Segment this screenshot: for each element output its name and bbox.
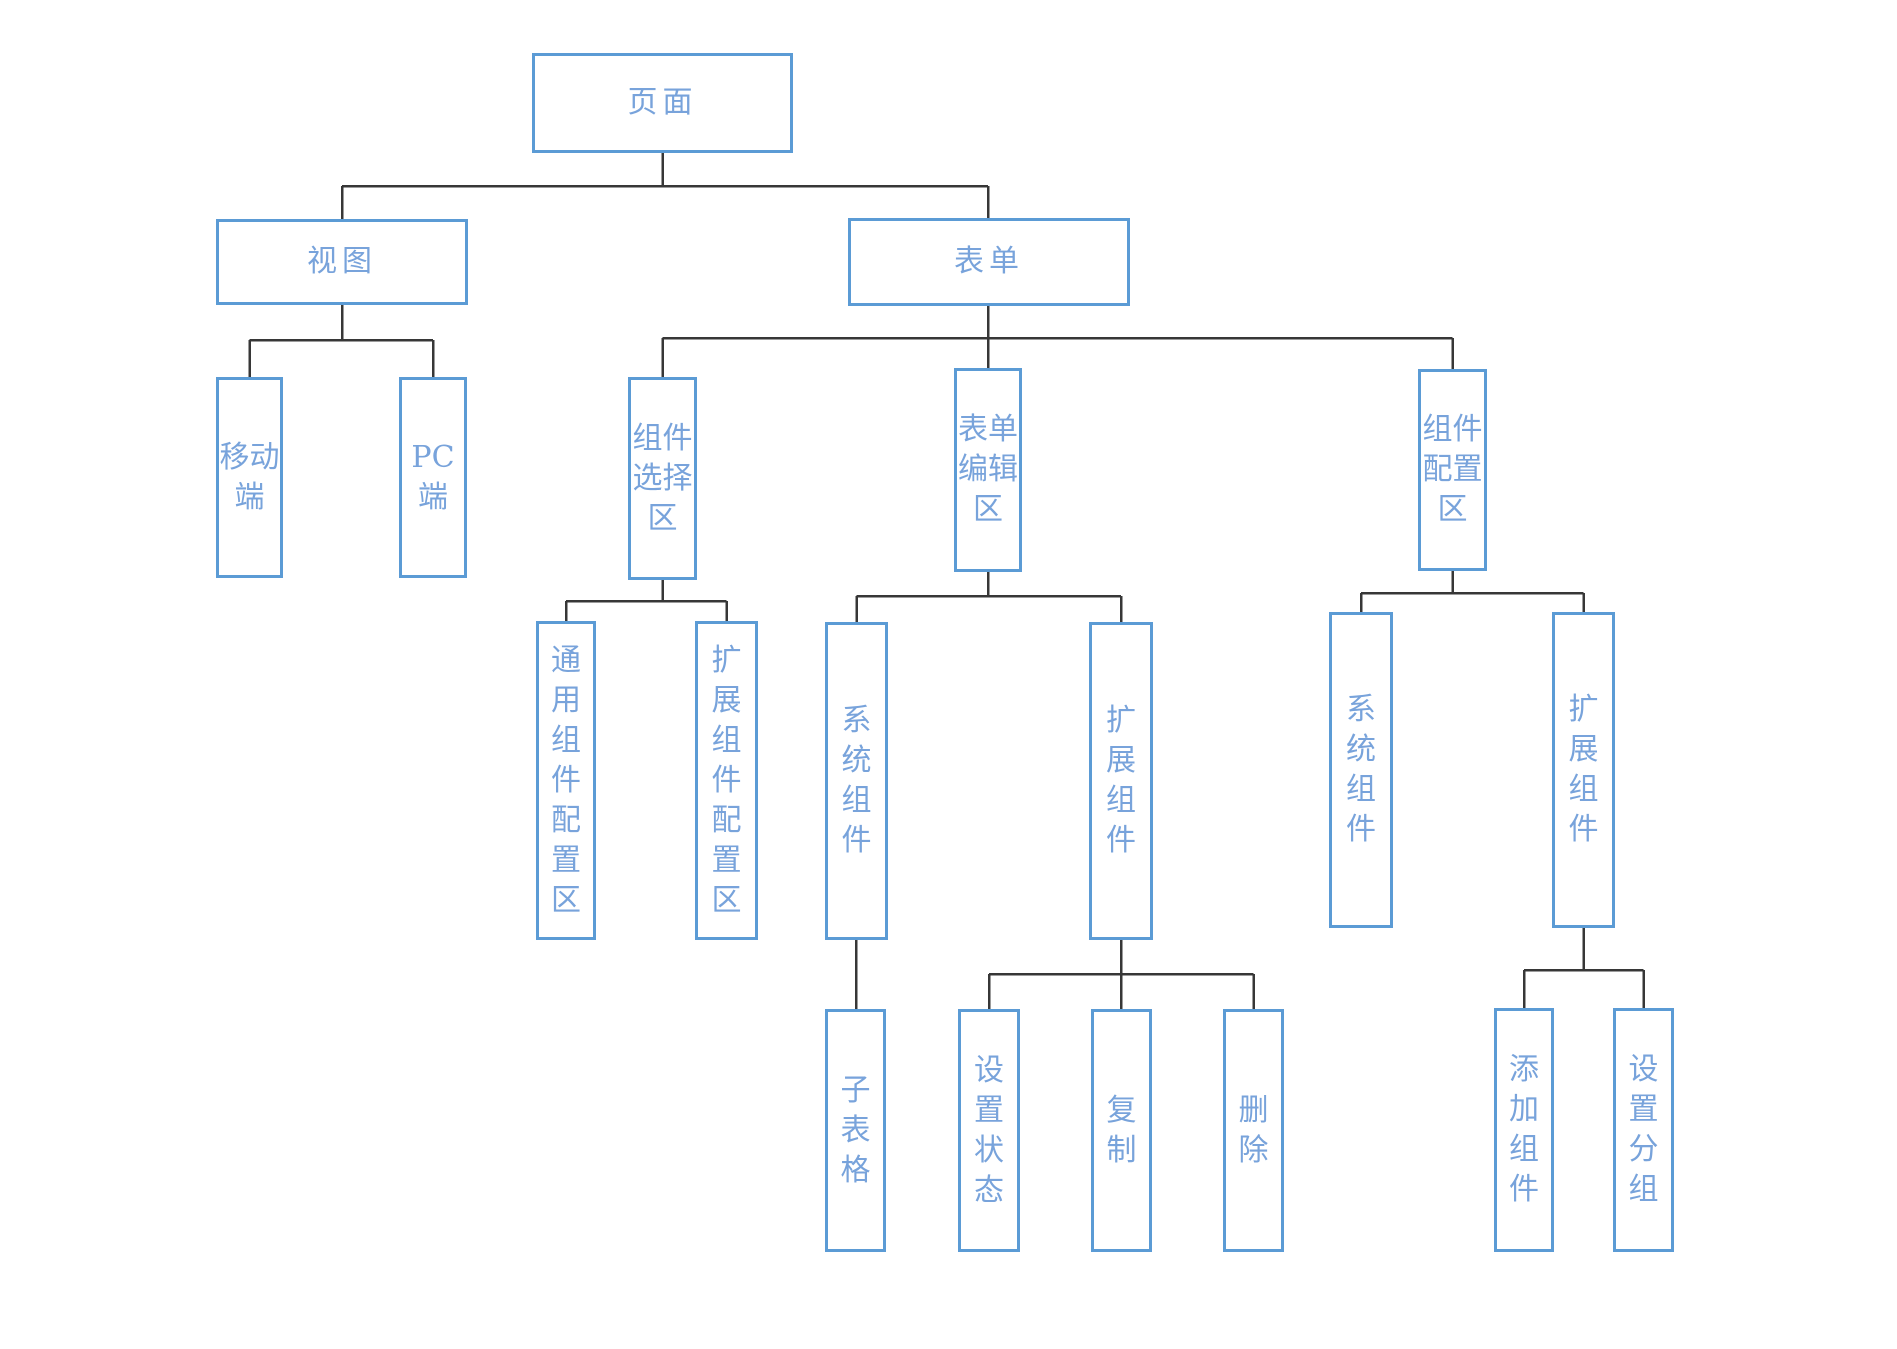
node-extension-component-config-area[interactable]: 扩展组件配置区	[695, 621, 758, 940]
node-component-select-area-label: 组件选择区	[632, 420, 693, 536]
node-component-select-area[interactable]: 组件选择区	[628, 377, 697, 580]
node-set-status-label: 设置状态	[974, 1052, 1004, 1208]
node-system-component-config[interactable]: 系统组件	[1329, 612, 1393, 928]
connector-component-select-children	[564, 580, 728, 621]
node-delete[interactable]: 删除	[1223, 1009, 1284, 1252]
connector-page-children	[340, 153, 990, 219]
connector-extension-component-config-children	[1522, 928, 1645, 1008]
node-extension-component-edit[interactable]: 扩展组件	[1089, 622, 1153, 940]
node-set-status[interactable]: 设置状态	[958, 1009, 1020, 1252]
node-system-component-config-label: 系统组件	[1346, 692, 1376, 847]
node-sub-table-label: 子表格	[840, 1072, 871, 1188]
node-component-config-area[interactable]: 组件配置区	[1418, 369, 1487, 571]
node-system-component-edit[interactable]: 系统组件	[825, 622, 888, 940]
node-form[interactable]: 表单	[848, 218, 1130, 306]
node-view[interactable]: 视图	[216, 219, 468, 305]
node-extension-component-config[interactable]: 扩展组件	[1552, 612, 1615, 928]
connector-form-children	[661, 306, 1454, 377]
node-copy-label: 复制	[1106, 1092, 1137, 1168]
connector-view-children	[248, 305, 435, 377]
node-form-edit-area[interactable]: 表单编辑区	[954, 368, 1022, 572]
connector-extension-component-edit-children	[987, 940, 1255, 1009]
node-delete-label: 删除	[1238, 1092, 1269, 1168]
node-extension-component-config-area-label: 扩展组件配置区	[711, 642, 742, 918]
node-extension-component-edit-label: 扩展组件	[1106, 703, 1136, 858]
node-copy[interactable]: 复制	[1091, 1009, 1152, 1252]
node-add-component[interactable]: 添加组件	[1494, 1008, 1554, 1252]
node-page-label: 页面	[627, 85, 698, 120]
node-common-component-config-area[interactable]: 通用组件配置区	[536, 621, 596, 940]
node-pc-label: PC端	[411, 439, 455, 515]
node-view-label: 视图	[307, 244, 377, 279]
node-component-config-area-label: 组件配置区	[1422, 412, 1483, 527]
connector-component-config-children	[1359, 571, 1585, 612]
node-mobile-label: 移动端	[219, 439, 280, 515]
node-form-edit-area-label: 表单编辑区	[958, 412, 1018, 527]
node-common-component-config-area-label: 通用组件配置区	[551, 642, 581, 918]
node-set-group[interactable]: 设置分组	[1613, 1008, 1674, 1252]
node-set-group-label: 设置分组	[1628, 1052, 1659, 1207]
node-mobile[interactable]: 移动端	[216, 377, 283, 578]
node-extension-component-config-label: 扩展组件	[1568, 692, 1599, 847]
node-sub-table[interactable]: 子表格	[825, 1009, 886, 1252]
node-system-component-edit-label: 系统组件	[841, 703, 872, 858]
node-add-component-label: 添加组件	[1509, 1052, 1539, 1207]
connector-form-edit-children	[855, 572, 1123, 622]
node-form-label: 表单	[954, 244, 1024, 279]
node-pc[interactable]: PC端	[399, 377, 467, 578]
node-page[interactable]: 页面	[532, 53, 793, 153]
